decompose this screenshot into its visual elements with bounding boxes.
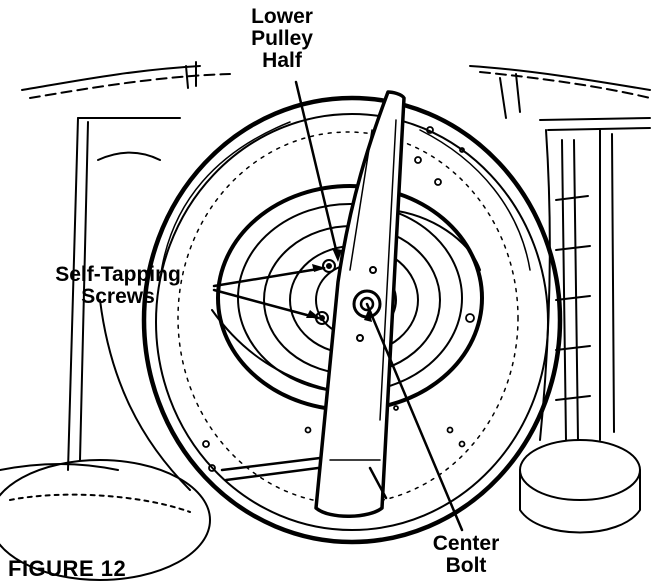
label-lower-pulley-half: Lower Pulley Half [222, 6, 342, 72]
label-line: Lower [251, 5, 313, 28]
deck-housing [21, 61, 651, 491]
label-line: Self-Tapping [55, 263, 181, 286]
housing-rivets [202, 126, 475, 472]
label-line: Screws [81, 285, 155, 308]
blade-housing [141, 95, 563, 545]
label-center-bolt: Center Bolt [408, 533, 524, 577]
leader-screw-upper [212, 266, 326, 288]
label-line: Pulley [251, 27, 313, 50]
leader-lines [212, 80, 464, 532]
leader-pulley [294, 80, 340, 260]
leader-arrowheads [306, 248, 372, 322]
screw-upper [322, 259, 336, 273]
figure-caption: FIGURE 12 [8, 556, 127, 581]
label-line: Bolt [445, 554, 487, 577]
right-roller [519, 139, 641, 534]
bottom-bracket [220, 456, 388, 500]
left-wheel [0, 459, 211, 581]
label-self-tapping-screws: Self-Tapping Screws [8, 264, 228, 308]
label-line: Center [432, 532, 500, 555]
label-line: Half [262, 49, 302, 72]
leader-center-bolt [365, 302, 464, 532]
leader-screw-lower [212, 288, 320, 320]
